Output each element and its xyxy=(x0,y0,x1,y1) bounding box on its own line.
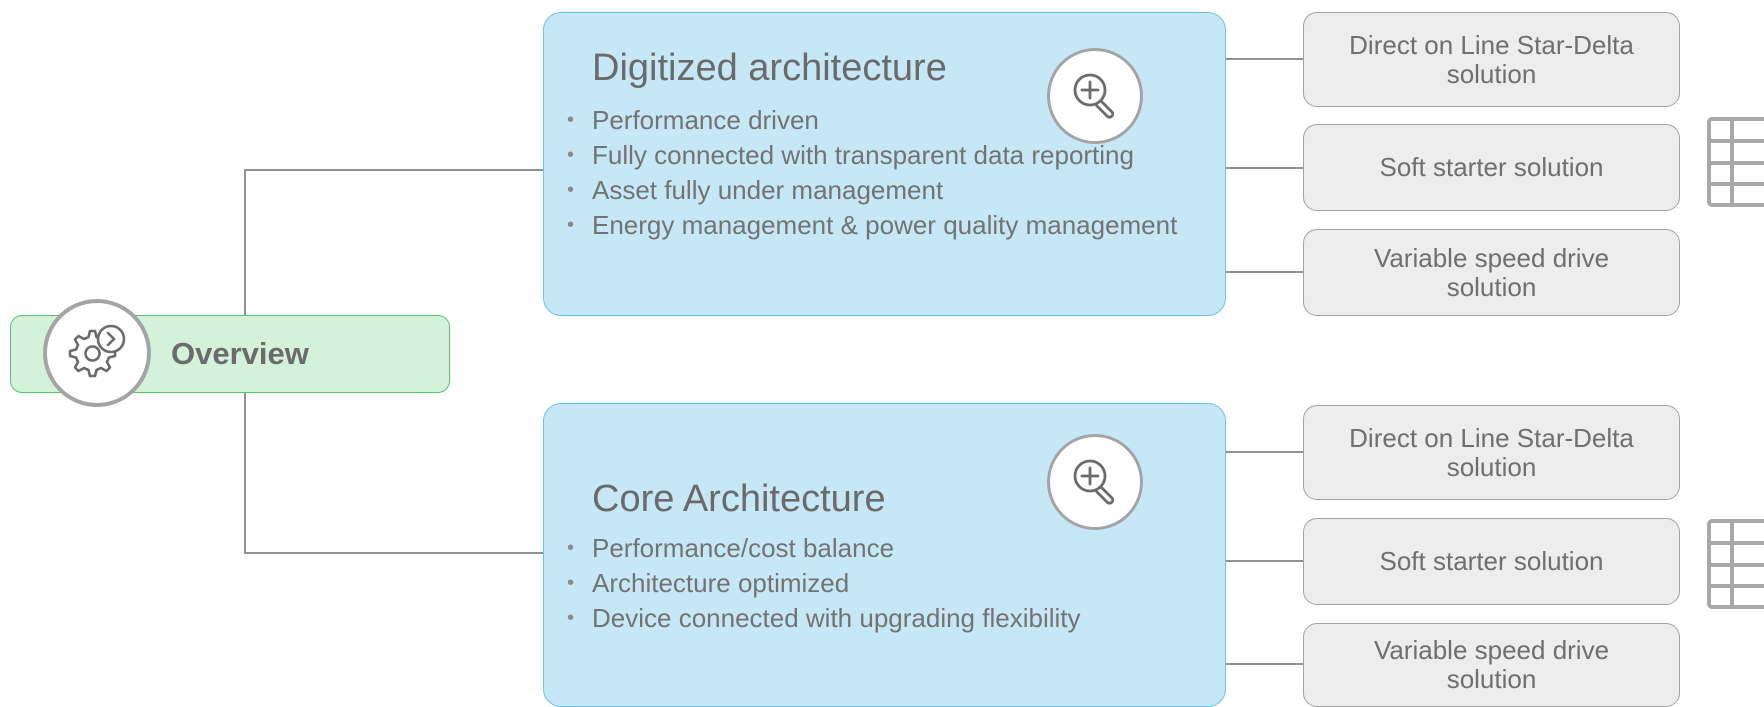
core-architecture-title: Core Architecture xyxy=(592,478,886,520)
digitized-solution-soft-starter[interactable]: Soft starter solution xyxy=(1303,124,1680,211)
digitized-architecture-card: Digitized architecture Performance drive… xyxy=(543,12,1226,316)
solution-label: Variable speed drive solution xyxy=(1373,242,1610,302)
bullet-item: Energy management & power quality manage… xyxy=(566,208,1206,243)
core-solution-soft-starter[interactable]: Soft starter solution xyxy=(1303,518,1680,605)
digitized-architecture-bullets: Performance driven Fully connected with … xyxy=(566,103,1206,243)
gear-cycle-icon[interactable] xyxy=(43,299,151,407)
solution-label: Variable speed drive solution xyxy=(1373,635,1610,694)
solution-label: Direct on Line Star-Delta solution xyxy=(1349,29,1634,89)
digitized-solution-dol-star-delta[interactable]: Direct on Line Star-Delta solution xyxy=(1303,12,1680,107)
core-architecture-card: Core Architecture Performance/cost balan… xyxy=(543,403,1226,707)
bullet-item: Fully connected with transparent data re… xyxy=(566,138,1206,173)
zoom-in-icon[interactable] xyxy=(1047,48,1143,144)
zoom-in-icon[interactable] xyxy=(1047,434,1143,530)
digitized-solution-variable-speed-drive[interactable]: Variable speed drive solution xyxy=(1303,229,1680,316)
table-icon[interactable] xyxy=(1706,116,1764,208)
solution-label: Soft starter solution xyxy=(1379,152,1604,182)
overview-label: Overview xyxy=(171,336,309,371)
bullet-item: Architecture optimized xyxy=(566,566,1206,601)
core-architecture-bullets: Performance/cost balance Architecture op… xyxy=(566,531,1206,636)
bullet-item: Device connected with upgrading flexibil… xyxy=(566,601,1206,636)
overview-to-digitized-connector xyxy=(244,169,543,315)
table-icon[interactable] xyxy=(1706,518,1764,610)
bullet-item: Performance driven xyxy=(566,103,1206,138)
bullet-item: Performance/cost balance xyxy=(566,531,1206,566)
overview-to-core-connector xyxy=(244,393,543,554)
solution-label: Direct on Line Star-Delta solution xyxy=(1349,422,1634,482)
core-solution-variable-speed-drive[interactable]: Variable speed drive solution xyxy=(1303,623,1680,707)
core-solution-dol-star-delta[interactable]: Direct on Line Star-Delta solution xyxy=(1303,405,1680,500)
bullet-item: Asset fully under management xyxy=(566,173,1206,208)
digitized-architecture-title: Digitized architecture xyxy=(592,47,947,89)
solution-label: Soft starter solution xyxy=(1379,546,1604,576)
